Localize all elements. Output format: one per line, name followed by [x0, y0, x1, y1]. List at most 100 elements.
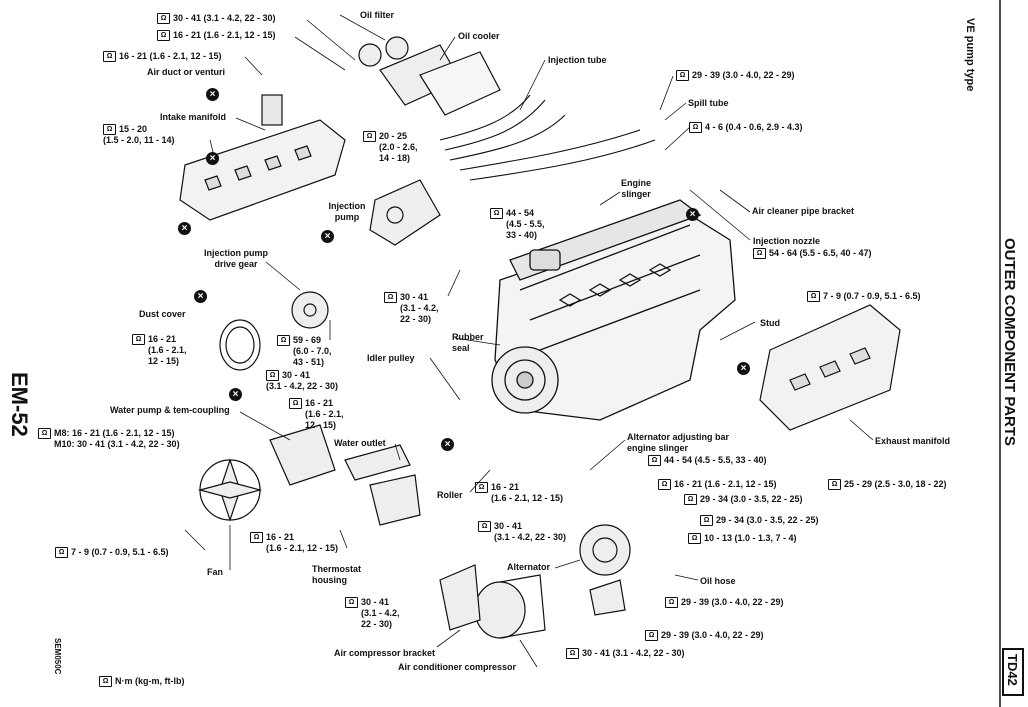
torque-text: 30 - 41 (3.1 - 4.2, 22 - 30) [582, 648, 685, 658]
injection-pump [369, 179, 441, 246]
legend-text: N·m (kg-m, ft-lb) [115, 676, 185, 686]
torque-icon: Ω [345, 597, 358, 609]
torque-text: (3.1 - 4.2, 22 - 30) [266, 381, 339, 392]
torque-icon: Ω [266, 370, 279, 382]
torque-text: 30 - 41 (3.1 - 4.2, 22 - 30) [173, 13, 276, 23]
variant-label: VE pump type [964, 18, 976, 92]
alternator-assembly [579, 524, 631, 616]
torque-text: 10 - 13 (1.0 - 1.3, 7 - 4) [704, 533, 797, 543]
label-rubber-seal-text: Rubber seal [452, 332, 484, 353]
torque-icon: Ω [132, 334, 145, 346]
replace-part-icon: × [194, 290, 207, 303]
water-outlet-thermostat [344, 444, 421, 526]
label-drive-gear-text: Injection pump drive gear [204, 248, 268, 269]
replace-part-icon: × [321, 230, 334, 243]
torque-text: 15 - 20 [119, 124, 148, 134]
torque-text: M8: 16 - 21 (1.6 - 2.1, 12 - 15) [54, 428, 175, 438]
label-rubber-seal: Rubber seal [452, 332, 486, 354]
torque-icon: Ω [250, 532, 263, 544]
water-pump-fan [197, 424, 336, 522]
label-injection-tube: Injection tube [548, 55, 607, 65]
torque-text: 4 - 6 (0.4 - 0.6, 2.9 - 4.3) [705, 122, 803, 132]
torque-icon: Ω [475, 482, 488, 494]
torque-icon: Ω [688, 533, 701, 545]
torque-icon: Ω [676, 70, 689, 82]
torque-icon: Ω [157, 30, 170, 42]
label-air-compressor-bracket: Air compressor bracket [334, 648, 436, 658]
torque-icon: Ω [99, 676, 112, 688]
torque-icon: Ω [807, 291, 820, 303]
label-exhaust-manifold: Exhaust manifold [875, 436, 951, 446]
page-number: EM-52 [7, 372, 32, 437]
torque-text: (1.6 - 2.1, 12 - 15) [266, 543, 339, 554]
torque-icon: Ω [700, 515, 713, 527]
label-engine-slinger: Engine slinger [617, 178, 655, 200]
label-alternator-bar: Alternator adjusting bar [627, 432, 730, 442]
torque-text: 22 - 30) [361, 619, 393, 630]
oil-filter-cooler [358, 36, 501, 116]
replace-part-icon: × [441, 438, 454, 451]
replace-part-icon: × [178, 222, 191, 235]
label-fan: Fan [207, 567, 224, 577]
label-idler-pulley: Idler pulley [367, 353, 415, 363]
torque-text: 29 - 39 (3.0 - 4.0, 22 - 29) [692, 70, 795, 80]
torque-icon: Ω [157, 13, 170, 25]
torque-icon: Ω [103, 51, 116, 63]
torque-text: 59 - 69 [293, 335, 322, 345]
label-oil-cooler: Oil cooler [458, 31, 500, 41]
torque-icon: Ω [566, 648, 579, 660]
torque-icon: Ω [289, 398, 302, 410]
torque-text: 43 - 51) [293, 357, 325, 368]
torque-icon: Ω [828, 479, 841, 491]
torque-icon: Ω [277, 335, 290, 347]
torque-text: 20 - 25 [379, 131, 408, 141]
replace-part-icon: × [206, 152, 219, 165]
torque-icon: Ω [689, 122, 702, 134]
label-roller: Roller [437, 490, 463, 500]
engine-block [491, 199, 736, 421]
label-ac-compressor: Air conditioner compressor [398, 662, 517, 672]
label-oil-filter: Oil filter [360, 10, 395, 20]
label-oil-hose: Oil hose [700, 576, 736, 586]
torque-text: 29 - 34 (3.0 - 3.5, 22 - 25) [716, 515, 819, 525]
torque-text: 16 - 21 [491, 482, 520, 492]
model-badge: TD42 [1002, 648, 1024, 696]
torque-text: (1.6 - 2.1, [305, 409, 344, 420]
label-engine-slinger-text: Engine slinger [620, 178, 651, 199]
dust-cover [219, 319, 261, 371]
torque-icon: Ω [490, 208, 503, 220]
torque-text: 29 - 34 (3.0 - 3.5, 22 - 25) [700, 494, 803, 504]
torque-text: 16 - 21 (1.6 - 2.1, 12 - 15) [173, 30, 276, 40]
label-injection-nozzle: Injection nozzle [753, 236, 821, 246]
torque-icon: Ω [38, 428, 51, 440]
torque-icon: Ω [665, 597, 678, 609]
torque-icon: Ω [103, 124, 116, 136]
replace-part-icon: × [686, 208, 699, 221]
section-title: OUTER COMPONENT PARTS [1001, 238, 1018, 447]
torque-text: 16 - 21 [148, 334, 177, 344]
torque-text: (3.1 - 4.2, [361, 608, 400, 619]
figure-code: SEM050C [53, 638, 62, 675]
intake-manifold [179, 94, 346, 221]
torque-icon: Ω [478, 521, 491, 533]
label-water-outlet: Water outlet [334, 438, 386, 448]
torque-icon: Ω [55, 547, 68, 559]
torque-text: (1.6 - 2.1, 12 - 15) [491, 493, 564, 504]
torque-text: 12 - 15) [305, 420, 337, 431]
